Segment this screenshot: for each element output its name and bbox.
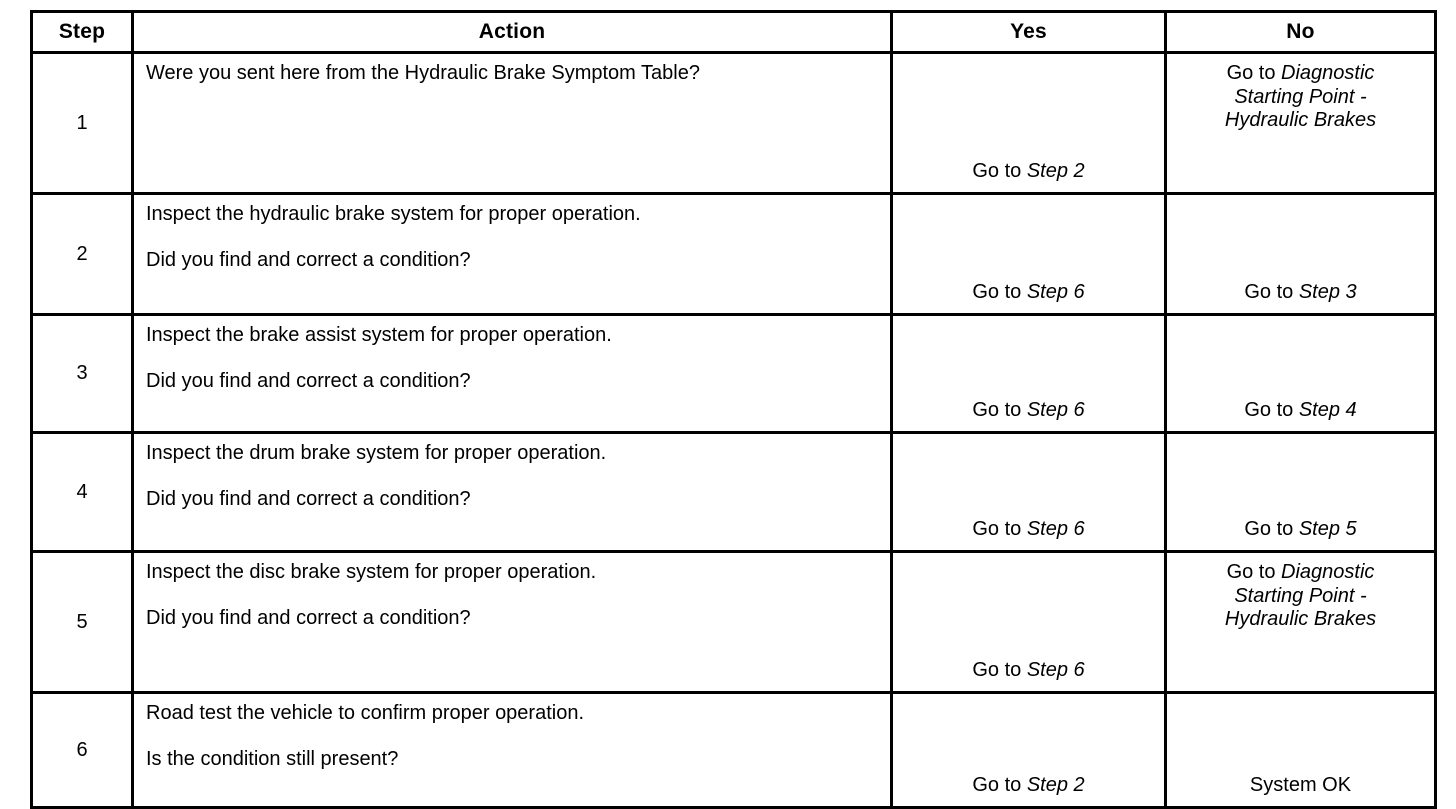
action-question: Is the condition still present? (146, 748, 399, 771)
table-row: 4 Inspect the drum brake system for prop… (30, 431, 1437, 553)
no-branch-text: Go to Step 5 (1167, 518, 1434, 542)
yes-goto-prefix: Go to (972, 160, 1027, 183)
yes-goto-prefix: Go to (972, 399, 1027, 422)
yes-branch-text: Go to Step 6 (893, 659, 1164, 683)
no-result-label: System OK (1249, 774, 1352, 797)
yes-branch-cell: Go to Step 6 (890, 431, 1167, 553)
no-branch-text: Go to Step 3 (1167, 281, 1434, 305)
yes-branch-text: Go to Step 2 (893, 160, 1164, 184)
yes-branch-text: Go to Step 6 (893, 281, 1164, 305)
action-cell: Inspect the disc brake system for proper… (131, 550, 893, 694)
yes-branch-text: Go to Step 2 (893, 774, 1164, 798)
step-number-cell: 1 (30, 51, 134, 195)
no-goto-target-line2: Starting Point - (1234, 85, 1367, 108)
yes-branch-cell: Go to Step 2 (890, 691, 1167, 809)
no-goto-target-line2: Starting Point - (1234, 584, 1367, 607)
action-statement: Inspect the disc brake system for proper… (146, 561, 597, 583)
action-statement: Inspect the brake assist system for prop… (146, 324, 612, 346)
no-branch-cell: Go to Step 4 (1164, 313, 1437, 434)
table-row: 6 Road test the vehicle to confirm prope… (30, 691, 1437, 809)
column-header-yes: Yes (890, 10, 1167, 54)
no-branch-text: System OK (1167, 774, 1434, 798)
yes-branch-cell: Go to Step 2 (890, 51, 1167, 195)
no-branch-text: Go to Step 4 (1167, 399, 1434, 423)
yes-branch-cell: Go to Step 6 (890, 192, 1167, 316)
action-cell: Inspect the drum brake system for proper… (131, 431, 893, 553)
spacer (146, 464, 890, 488)
yes-goto-prefix: Go to (972, 518, 1027, 541)
no-goto-prefix: Go to (1244, 399, 1299, 422)
no-goto-target-line1: Diagnostic (1281, 62, 1375, 84)
yes-goto-target: Step 6 (1026, 518, 1085, 541)
action-cell: Inspect the hydraulic brake system for p… (131, 192, 893, 316)
action-question: Did you find and correct a condition? (146, 249, 471, 272)
action-cell: Were you sent here from the Hydraulic Br… (131, 51, 893, 195)
table-row: 5 Inspect the disc brake system for prop… (30, 550, 1437, 694)
table-row: 2 Inspect the hydraulic brake system for… (30, 192, 1437, 316)
no-goto-prefix: Go to (1244, 281, 1299, 304)
yes-branch-text: Go to Step 6 (893, 518, 1164, 542)
action-statement: Road test the vehicle to confirm proper … (146, 702, 585, 724)
no-branch-cell: Go to Step 5 (1164, 431, 1437, 553)
spacer (146, 583, 890, 607)
table-header: Step Action Yes No (30, 10, 1437, 54)
no-goto-target-line1: Step 5 (1298, 518, 1357, 541)
column-header-step: Step (30, 10, 134, 54)
action-cell: Inspect the brake assist system for prop… (131, 313, 893, 434)
column-header-no: No (1164, 10, 1437, 54)
action-statement: Inspect the drum brake system for proper… (146, 442, 607, 464)
action-statement: Were you sent here from the Hydraulic Br… (146, 62, 700, 84)
yes-goto-target: Step 2 (1026, 160, 1085, 183)
yes-goto-prefix: Go to (972, 774, 1027, 797)
no-goto-prefix: Go to (1226, 62, 1282, 84)
yes-goto-target: Step 2 (1026, 774, 1085, 797)
no-branch-cell: Go to Step 3 (1164, 192, 1437, 316)
column-header-action: Action (131, 10, 893, 54)
step-number-cell: 4 (30, 431, 134, 553)
action-question: Did you find and correct a condition? (146, 488, 471, 511)
action-statement: Inspect the hydraulic brake system for p… (146, 203, 641, 225)
step-number-cell: 5 (30, 550, 134, 694)
no-goto-prefix: Go to (1244, 518, 1299, 541)
table-row: 3 Inspect the brake assist system for pr… (30, 313, 1437, 434)
yes-goto-prefix: Go to (972, 281, 1027, 304)
step-number-cell: 2 (30, 192, 134, 316)
no-goto-target-line1: Step 3 (1298, 281, 1357, 304)
yes-goto-prefix: Go to (972, 659, 1027, 682)
yes-branch-cell: Go to Step 6 (890, 313, 1167, 434)
table-body: 1 Were you sent here from the Hydraulic … (30, 51, 1437, 809)
no-goto-target-line3: Hydraulic Brakes (1224, 109, 1377, 132)
yes-goto-target: Step 6 (1026, 399, 1085, 422)
step-number-cell: 6 (30, 691, 134, 809)
no-goto-prefix: Go to (1226, 561, 1282, 583)
spacer (146, 724, 890, 748)
no-goto-target-line1: Step 4 (1298, 399, 1357, 422)
document-page: Step Action Yes No 1 Were you sent here … (30, 10, 1437, 809)
table-row: 1 Were you sent here from the Hydraulic … (30, 51, 1437, 195)
yes-goto-target: Step 6 (1026, 659, 1085, 682)
step-number-cell: 3 (30, 313, 134, 434)
no-goto-target-line1: Diagnostic (1281, 561, 1375, 583)
no-branch-cell: System OK (1164, 691, 1437, 809)
action-cell: Road test the vehicle to confirm proper … (131, 691, 893, 809)
yes-goto-target: Step 6 (1026, 281, 1085, 304)
diagnostic-steps-table: Step Action Yes No 1 Were you sent here … (30, 10, 1437, 809)
action-question: Did you find and correct a condition? (146, 370, 471, 393)
spacer (146, 225, 890, 249)
yes-branch-text: Go to Step 6 (893, 399, 1164, 423)
action-question: Did you find and correct a condition? (146, 607, 471, 630)
yes-branch-cell: Go to Step 6 (890, 550, 1167, 694)
table-header-row: Step Action Yes No (30, 10, 1437, 54)
spacer (146, 346, 890, 370)
no-goto-target-line3: Hydraulic Brakes (1224, 608, 1377, 631)
